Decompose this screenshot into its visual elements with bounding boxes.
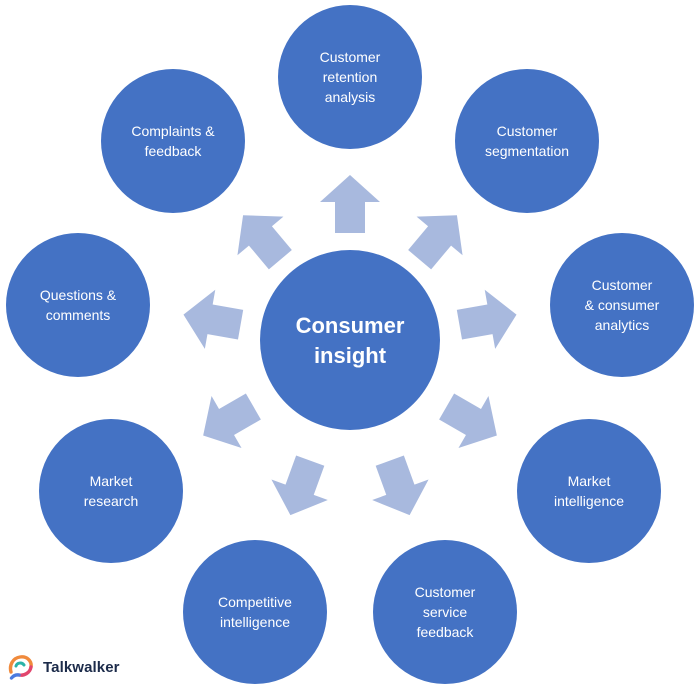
node-customer-retention-analysis: Customer retention analysis: [278, 5, 422, 149]
arrow-to-competitive-intelligence: [271, 455, 328, 516]
center-label-line: Consumer: [296, 313, 405, 338]
talkwalker-logo-icon: [8, 655, 33, 680]
node-circle: [455, 69, 599, 213]
arrow-to-customer-consumer-analytics: [456, 289, 517, 349]
arrow-to-questions-comments: [183, 289, 244, 349]
arrow-to-market-intelligence: [439, 393, 497, 448]
node-circle: [373, 540, 517, 684]
node-label-line: retention: [323, 69, 377, 85]
arrow-to-market-research: [203, 393, 261, 448]
node-customer-service-feedback: Customer service feedback: [373, 540, 517, 684]
arrow-to-customer-service-feedback: [372, 455, 429, 516]
node-circle: [550, 233, 694, 377]
node-circle: [278, 5, 422, 149]
node-label-line: research: [84, 493, 138, 509]
node-label-line: Customer: [320, 49, 381, 65]
node-label-line: Questions &: [40, 287, 117, 303]
node-circle: [6, 233, 150, 377]
node-label-line: segmentation: [485, 143, 569, 159]
node-label-line: analysis: [325, 89, 376, 105]
node-market-intelligence: Market intelligence: [517, 419, 661, 563]
node-customer-segmentation: Customer segmentation: [455, 69, 599, 213]
node-complaints-feedback: Complaints & feedback: [101, 69, 245, 213]
node-label-line: & consumer: [585, 297, 660, 313]
node-market-research: Market research: [39, 419, 183, 563]
node-label-line: Customer: [415, 584, 476, 600]
center-circle: [260, 250, 440, 430]
arrow-to-customer-retention-analysis: [320, 175, 380, 233]
node-circle: [39, 419, 183, 563]
talkwalker-logo-text: Talkwalker: [43, 658, 120, 676]
node-label-line: service: [423, 604, 468, 620]
node-label-line: Customer: [592, 277, 653, 293]
arrow-to-complaints-feedback: [237, 215, 292, 270]
center-label-line: insight: [314, 343, 387, 368]
node-label-line: Market: [90, 473, 133, 489]
center-node-consumer-insight: Consumer insight: [260, 250, 440, 430]
node-customer-consumer-analytics: Customer & consumer analytics: [550, 233, 694, 377]
node-circle: [101, 69, 245, 213]
node-label-line: feedback: [145, 143, 203, 159]
node-label-line: Customer: [497, 123, 558, 139]
node-circle: [183, 540, 327, 684]
node-questions-comments: Questions & comments: [6, 233, 150, 377]
arrow-to-customer-segmentation: [408, 215, 463, 270]
node-label-line: feedback: [417, 624, 475, 640]
talkwalker-logo: Talkwalker: [8, 652, 120, 682]
node-competitive-intelligence: Competitive intelligence: [183, 540, 327, 684]
node-label-line: comments: [46, 307, 111, 323]
node-label-line: Competitive: [218, 594, 292, 610]
node-circle: [517, 419, 661, 563]
node-label-line: Market: [568, 473, 611, 489]
node-label-line: intelligence: [220, 614, 290, 630]
node-label-line: analytics: [595, 317, 649, 333]
node-label-line: Complaints &: [131, 123, 215, 139]
node-label-line: intelligence: [554, 493, 624, 509]
